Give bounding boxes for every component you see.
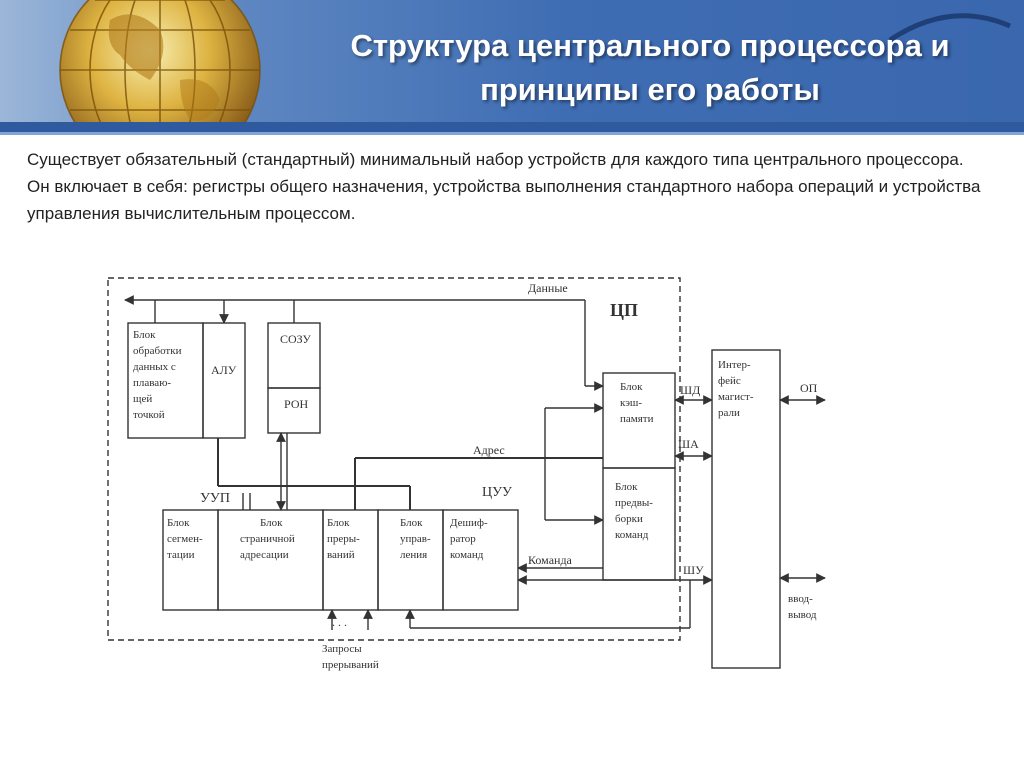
address-label: Адрес: [473, 443, 505, 457]
slide-title: Структура центрального процессора и прин…: [300, 24, 1000, 112]
sozu-label: СОЗУ: [280, 332, 311, 346]
alu-label: АЛУ: [211, 363, 237, 377]
header-band: [0, 122, 1024, 132]
paging-label: Блок страничной адресации: [240, 517, 298, 561]
cuu-label: ЦУУ: [482, 485, 512, 500]
io-label: ввод- вывод: [788, 593, 817, 621]
segment-label: Блок сегмен- тации: [167, 517, 205, 561]
swoosh-decoration: [888, 13, 1011, 43]
bus-interface-box: [711, 349, 781, 669]
prefetch-label: Блок предвы- борки команд: [615, 481, 656, 541]
cache-label: Блок кэш- памяти: [620, 381, 654, 425]
shd-label: ШД: [680, 383, 700, 397]
title-line-2: принципы его работы: [480, 72, 820, 107]
bus-interface-label: Интер- фейс магист- рали: [718, 359, 756, 419]
shu-label: ШУ: [683, 563, 704, 577]
control-label: Блок управ- ления: [400, 517, 433, 561]
header-divider: [0, 132, 1024, 135]
decoder-box: [442, 509, 519, 611]
cpu-structure-diagram: ЦП Данные Адрес Команда УУП ЦУУ АЛУ СОЗУ…: [107, 277, 826, 671]
decoder-label: Дешиф- ратор команд: [450, 517, 490, 561]
command-label: Команда: [528, 553, 573, 567]
ron-label: РОН: [284, 397, 308, 411]
alu-box: [202, 322, 246, 439]
cpu-label: ЦП: [610, 300, 638, 320]
body-paragraph: Существует обязательный (стандартный) ми…: [27, 150, 981, 223]
interrupt-label: Блок преры- ваний: [327, 517, 363, 561]
interrupt-requests-label: Запросы прерываний: [322, 643, 379, 671]
interrupt-dots: . . .: [332, 615, 347, 629]
op-label: ОП: [800, 381, 818, 395]
sha-label: ША: [678, 437, 699, 451]
uup-label: УУП: [200, 491, 230, 506]
title-line-1: Структура центрального процессора и: [350, 28, 950, 63]
fpu-label: Блок обработки данных с плаваю- щей точк…: [133, 329, 184, 421]
globe-icon: [59, 0, 261, 122]
data-label: Данные: [528, 281, 568, 295]
slide-header: Структура центрального процессора и прин…: [0, 0, 1024, 122]
ron-box: [267, 387, 321, 434]
